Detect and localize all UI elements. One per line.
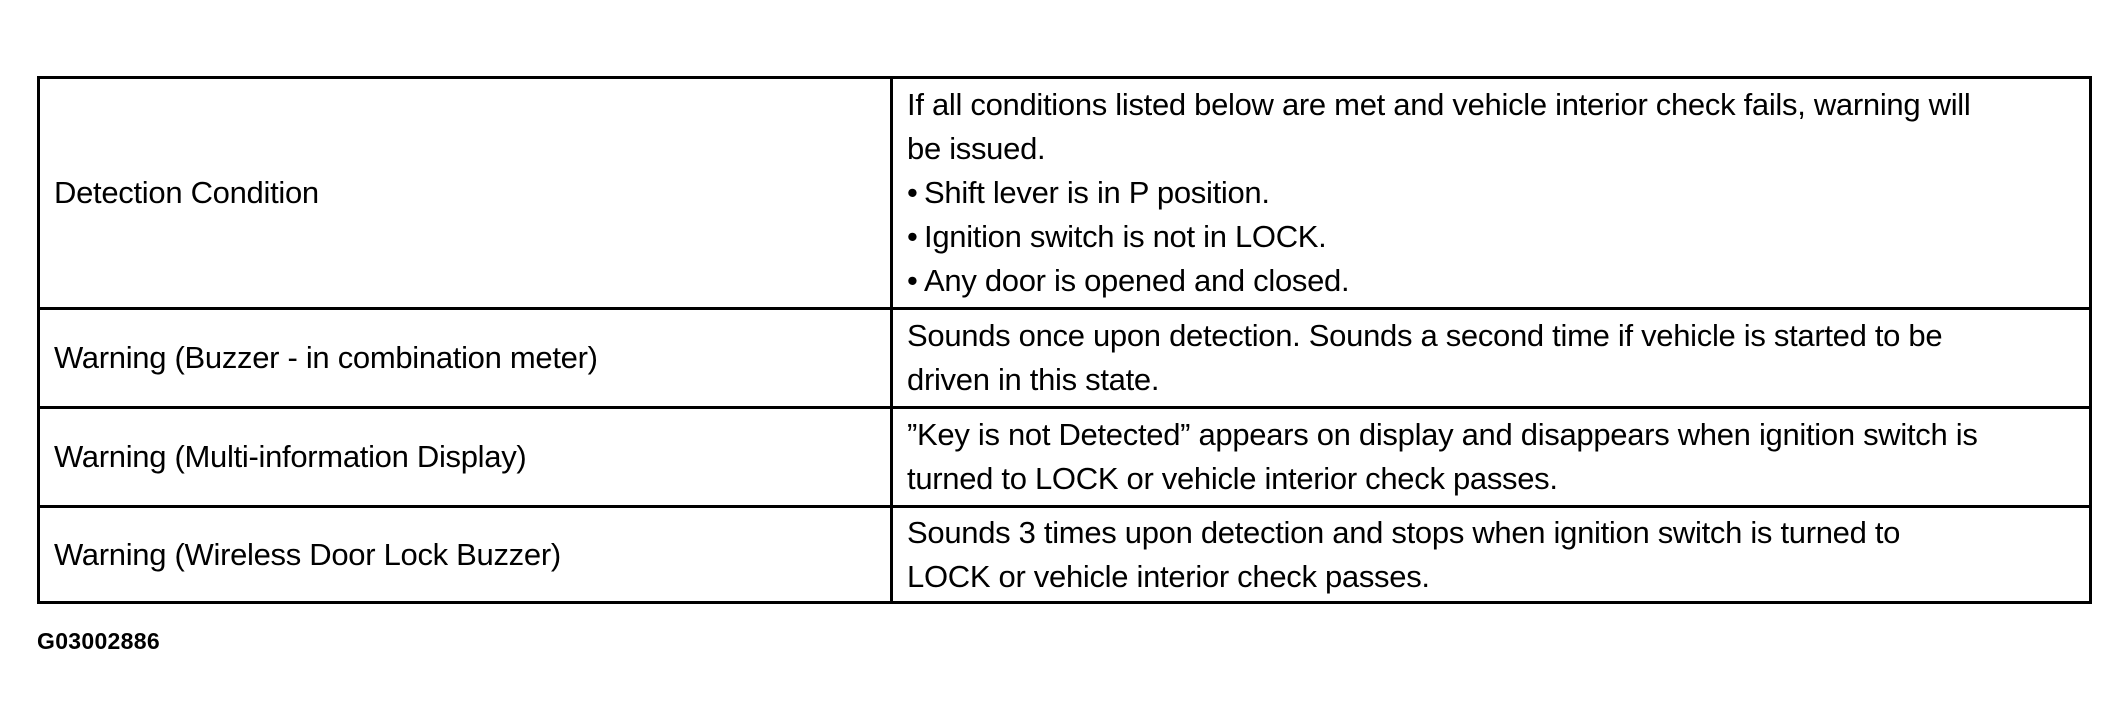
description-line: If all conditions listed below are met a… [907,87,1971,122]
bullet-icon: • [907,219,918,254]
description-line: be issued. [907,131,1046,166]
bullet-text: Ignition switch is not in LOCK. [924,219,1327,254]
bullet-text: Shift lever is in P position. [924,175,1270,210]
table-row: Warning (Multi-information Display) ”Key… [37,406,2092,508]
description-line: turned to LOCK or vehicle interior check… [907,461,1558,496]
row-description: Sounds 3 times upon detection and stops … [890,505,2092,604]
table-row: Warning (Wireless Door Lock Buzzer) Soun… [37,505,2092,604]
bullet-item: •Ignition switch is not in LOCK. [907,215,2075,259]
row-label: Warning (Buzzer - in combination meter) [37,307,893,409]
bullet-item: •Any door is opened and closed. [907,259,2075,303]
row-label: Warning (Wireless Door Lock Buzzer) [37,505,893,604]
table-row: Warning (Buzzer - in combination meter) … [37,307,2092,409]
description-line: LOCK or vehicle interior check passes. [907,558,1430,594]
row-description: ”Key is not Detected” appears on display… [890,406,2092,508]
figure-id: G03002886 [37,628,160,654]
bullet-text: Any door is opened and closed. [924,263,1350,298]
row-label: Detection Condition [37,76,893,310]
bullet-icon: • [907,263,918,298]
description-line: Sounds once upon detection. Sounds a sec… [907,318,1943,353]
conditions-table: Detection Condition If all conditions li… [37,76,2092,604]
row-description: If all conditions listed below are met a… [890,76,2092,310]
description-line: driven in this state. [907,362,1160,397]
description-line: Sounds 3 times upon detection and stops … [907,514,1901,550]
table-row: Detection Condition If all conditions li… [37,76,2092,310]
row-label: Warning (Multi-information Display) [37,406,893,508]
description-line: ”Key is not Detected” appears on display… [907,417,1978,452]
bullet-icon: • [907,175,918,210]
bullet-item: •Shift lever is in P position. [907,171,2075,215]
row-description: Sounds once upon detection. Sounds a sec… [890,307,2092,409]
